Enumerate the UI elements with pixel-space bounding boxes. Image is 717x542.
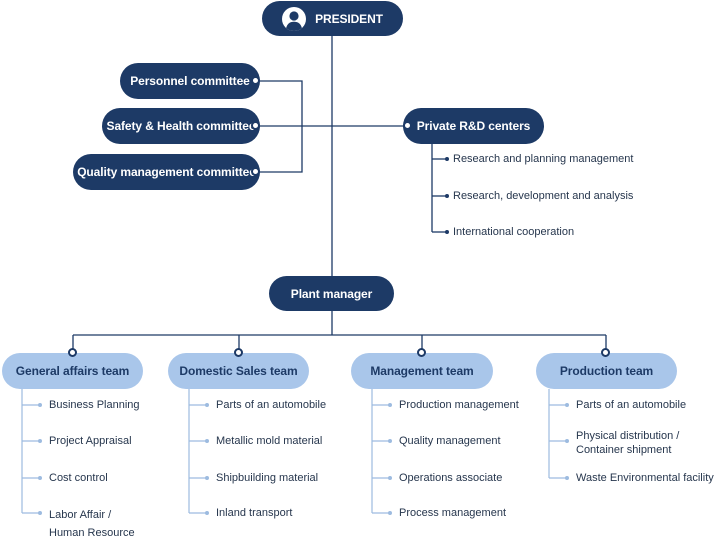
team-node: Domestic Sales team <box>168 353 309 389</box>
team-item: Business Planning <box>49 399 140 411</box>
committee-node: Quality management committee <box>73 154 260 190</box>
team-item: Production management <box>399 399 519 411</box>
connector-dot <box>251 167 260 176</box>
team-node: Management team <box>351 353 493 389</box>
team-node: Production team <box>536 353 677 389</box>
president-label: PRESIDENT <box>315 11 383 26</box>
team-label: General affairs team <box>15 364 130 378</box>
team-label: Domestic Sales team <box>179 364 298 378</box>
connector-dot <box>601 348 610 357</box>
team-item: Process management <box>399 507 506 519</box>
committee-label: Quality management committee <box>77 165 256 179</box>
committee-label: Personnel committee <box>130 74 250 88</box>
connector-dot <box>251 121 260 130</box>
team-item: Parts of an automobile <box>576 399 687 411</box>
team-item: Operations associate <box>399 472 503 484</box>
connector-dot <box>403 121 412 130</box>
rd-item: International cooperation <box>453 226 575 238</box>
team-item: Inland transport <box>216 507 293 519</box>
team-item: Shipbuilding material <box>216 472 319 484</box>
team-item: Cost control <box>49 472 108 484</box>
team-label: Production team <box>559 364 654 378</box>
team-item: Project Appraisal <box>49 435 132 447</box>
committee-node: Safety & Health committee <box>102 108 260 144</box>
team-item: Parts of an automobile <box>216 399 327 411</box>
connector-dot <box>251 76 260 85</box>
team-label: Management team <box>370 364 474 378</box>
rd-item: Research and planning management <box>453 153 634 165</box>
connector-dot <box>68 348 77 357</box>
plant-manager-label: Plant manager <box>290 286 373 301</box>
team-item: Waste Environmental facility <box>576 472 714 484</box>
rd-node: Private R&D centers <box>403 108 544 144</box>
team-item: Physical distribution / Container shipme… <box>576 430 680 456</box>
plant-manager-node: Plant manager <box>269 276 394 311</box>
team-node: General affairs team <box>2 353 143 389</box>
team-item: Quality management <box>399 435 501 447</box>
team-item: Labor Affair / Human Resource <box>49 509 135 539</box>
person-icon <box>282 6 307 31</box>
committee-node: Personnel committee <box>120 63 260 99</box>
connector-dot <box>417 348 426 357</box>
committee-label: Safety & Health committee <box>106 119 256 133</box>
team-item: Metallic mold material <box>216 435 323 447</box>
rd-label: Private R&D centers <box>416 119 531 133</box>
president-node: PRESIDENT <box>262 1 403 36</box>
connector-dot <box>234 348 243 357</box>
rd-item: Research, development and analysis <box>453 190 634 202</box>
